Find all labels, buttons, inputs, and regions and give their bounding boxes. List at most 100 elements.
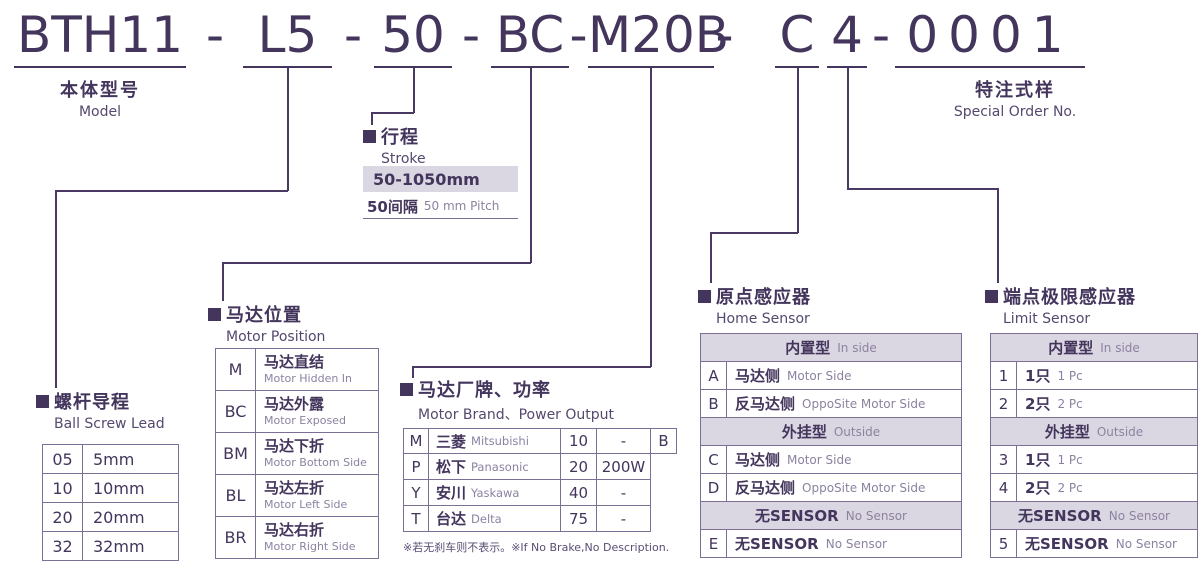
sensor-code: 1	[991, 362, 1017, 389]
special-order-label-zh: 特注式样	[975, 80, 1055, 101]
lead-code: 10	[43, 474, 83, 502]
power-value: -	[597, 428, 651, 454]
title-segment-lead: L5	[243, 6, 332, 68]
square-bullet-icon	[698, 289, 711, 303]
limit-sensor-heading-zh: 端点极限感应器	[1003, 287, 1136, 308]
special-order-label: 特注式样 Special Order No.	[930, 76, 1100, 120]
connector-motor-brand-horizontal	[412, 366, 651, 368]
sensor-code: E	[701, 530, 727, 557]
connector-stroke-vertical-2	[371, 112, 373, 125]
lead-value: 10mm	[93, 478, 145, 498]
square-bullet-icon	[400, 382, 413, 396]
sensor-code: A	[701, 362, 727, 389]
title-segment-motor-position: BC	[491, 6, 569, 68]
lead-code: 05	[43, 445, 83, 473]
sensor-code: 5	[991, 530, 1017, 557]
title-segment-stroke: 50	[374, 6, 452, 68]
connector-lead-vertical-1	[287, 68, 289, 191]
brake-code: B	[651, 428, 677, 454]
connector-motor-position-vertical-1	[530, 68, 532, 263]
position-code: BM	[216, 433, 256, 474]
motor-brand-note-zh: ※若无刹车则不表示。	[403, 541, 512, 554]
stroke-range-value: 50-1050mm	[363, 166, 518, 192]
square-bullet-icon	[208, 307, 221, 321]
limit-sensor-heading-en: Limit Sensor	[1003, 311, 1091, 327]
position-code: BC	[216, 391, 256, 432]
title-separator: -	[343, 6, 363, 64]
ball-screw-lead-heading-en: Ball Screw Lead	[54, 416, 165, 432]
position-code: BR	[216, 517, 256, 558]
title-segment-home-sensor: C	[775, 6, 819, 68]
title-separator: -	[461, 6, 481, 64]
model-label-zh: 本体型号	[60, 80, 140, 101]
model-label-en: Model	[78, 104, 122, 120]
sensor-code: C	[701, 446, 727, 473]
motor-brand-note: ※若无刹车则不表示。※If No Brake,No Description.	[403, 539, 669, 555]
power-value: -	[597, 506, 651, 532]
motor-brand-heading: 马达厂牌、功率 Motor Brand、Power Output	[400, 376, 614, 424]
stroke-heading-zh: 行程	[381, 127, 419, 148]
power-value: -	[597, 480, 651, 506]
square-bullet-icon	[985, 289, 998, 303]
connector-stroke-horizontal	[371, 112, 414, 114]
home-sensor-heading-en: Home Sensor	[716, 311, 810, 327]
stroke-section-heading: 行程 Stroke	[363, 123, 426, 167]
home-sensor-heading: 原点感应器 Home Sensor	[698, 283, 811, 327]
motor-brand-heading-en: Motor Brand、Power Output	[418, 407, 615, 423]
connector-motor-position-horizontal	[222, 262, 531, 264]
brand-code: Y	[403, 480, 429, 506]
lead-value: 32mm	[93, 536, 145, 556]
stroke-pitch-zh: 50间隔	[367, 197, 418, 216]
limit-sensor-heading: 端点极限感应器 Limit Sensor	[985, 283, 1136, 327]
motor-brand-heading-zh: 马达厂牌、功率	[418, 380, 551, 401]
sensor-code: 2	[991, 390, 1017, 417]
motor-position-heading-en: Motor Position	[226, 329, 326, 345]
title-separator: -	[205, 6, 225, 64]
connector-limit-sensor-horizontal	[847, 188, 998, 190]
title-segment-motor-brand: M20B	[588, 6, 729, 68]
connector-home-sensor-vertical-2	[710, 232, 712, 283]
square-bullet-icon	[36, 394, 49, 408]
title-separator: -	[715, 6, 734, 64]
power-code: 75	[561, 506, 597, 532]
title-separator: -	[871, 6, 891, 64]
special-order-label-en: Special Order No.	[953, 104, 1077, 120]
model-label: 本体型号 Model	[30, 76, 170, 120]
connector-home-sensor-vertical-1	[797, 68, 799, 233]
connector-stroke-vertical-1	[413, 68, 415, 113]
motor-position-heading: 马达位置 Motor Position	[208, 301, 325, 345]
sensor-code: D	[701, 474, 727, 501]
power-code: 20	[561, 454, 597, 480]
